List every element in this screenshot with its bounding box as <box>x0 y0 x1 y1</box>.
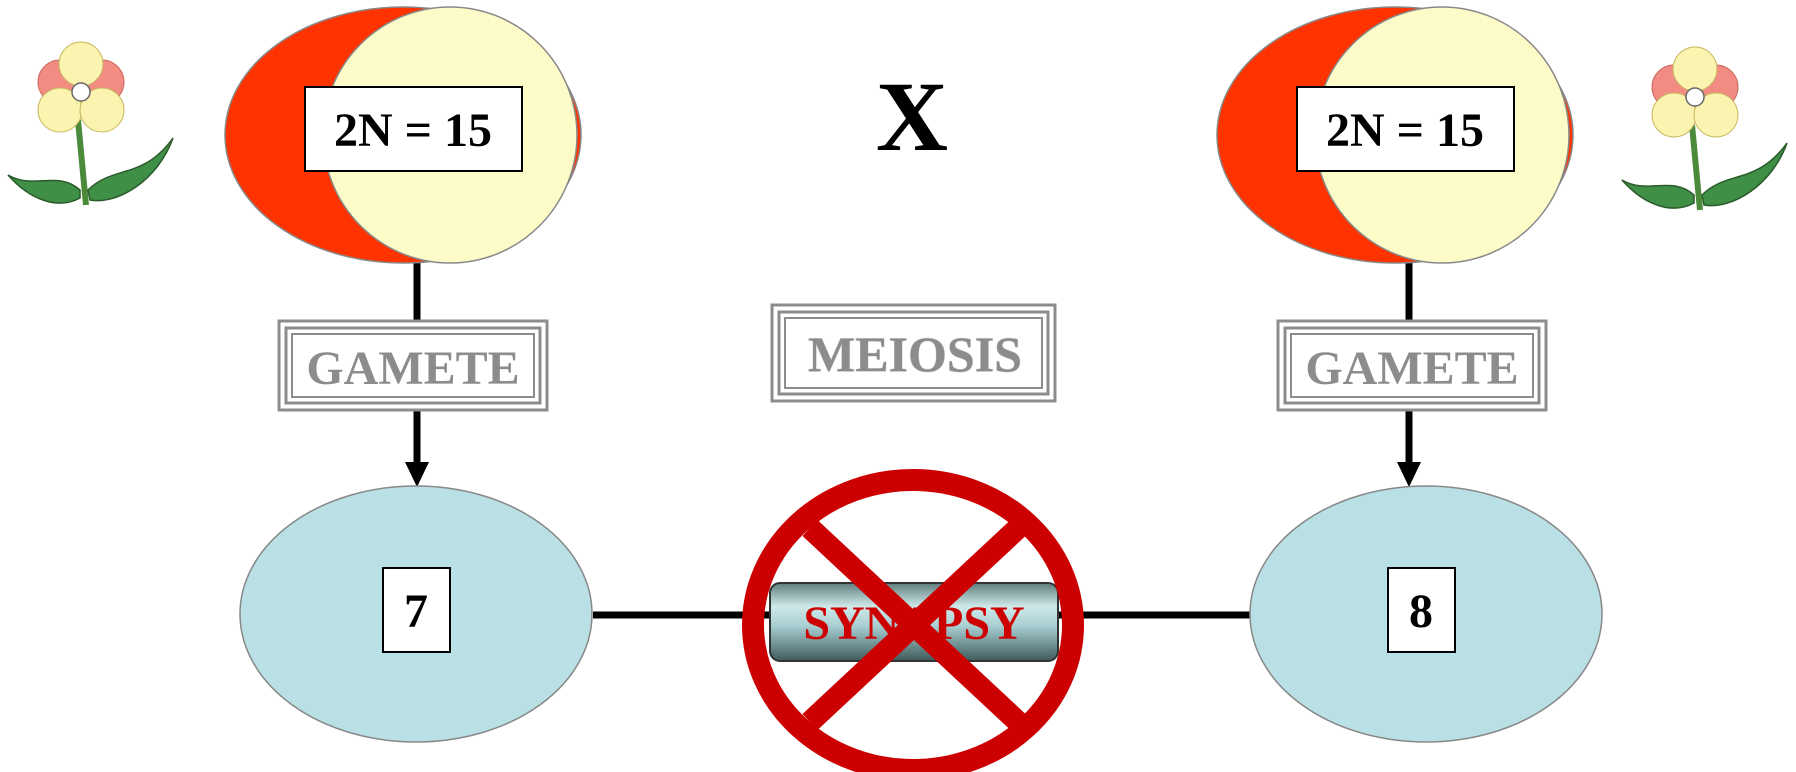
right-chromosome-label: 2N = 15 <box>1326 104 1484 157</box>
cross-symbol: X <box>876 61 948 172</box>
right-chromosome-box <box>1296 86 1515 172</box>
meiosis-label: MEIOSIS <box>808 326 1022 382</box>
left-chromosome-label: 2N = 15 <box>334 104 492 157</box>
right-gamete-cell: 8 <box>1249 485 1603 743</box>
left-arrowhead <box>405 462 429 487</box>
flower-icon <box>7 41 174 206</box>
left-gamete-box: GAMETE <box>277 319 549 412</box>
right-gamete-count: 8 <box>1409 585 1433 638</box>
left-chromosome-box <box>304 86 523 172</box>
left-gamete-count: 7 <box>404 585 428 638</box>
right-arrowhead <box>1397 462 1421 487</box>
no-entry-icon <box>742 469 1084 772</box>
left-gamete-count-box <box>382 567 451 653</box>
meiosis-box: MEIOSIS <box>770 303 1057 403</box>
left-gamete-cell: 7 <box>239 485 593 743</box>
left-gamete-label: GAMETE <box>306 342 519 395</box>
right-gamete-label: GAMETE <box>1305 342 1518 395</box>
flower-icon <box>1621 46 1788 211</box>
right-gamete-box: GAMETE <box>1276 319 1548 412</box>
right-gamete-count-box <box>1387 567 1456 653</box>
left-parent-cell: 2N = 15 <box>224 6 582 264</box>
right-parent-cell: 2N = 15 <box>1216 6 1574 264</box>
